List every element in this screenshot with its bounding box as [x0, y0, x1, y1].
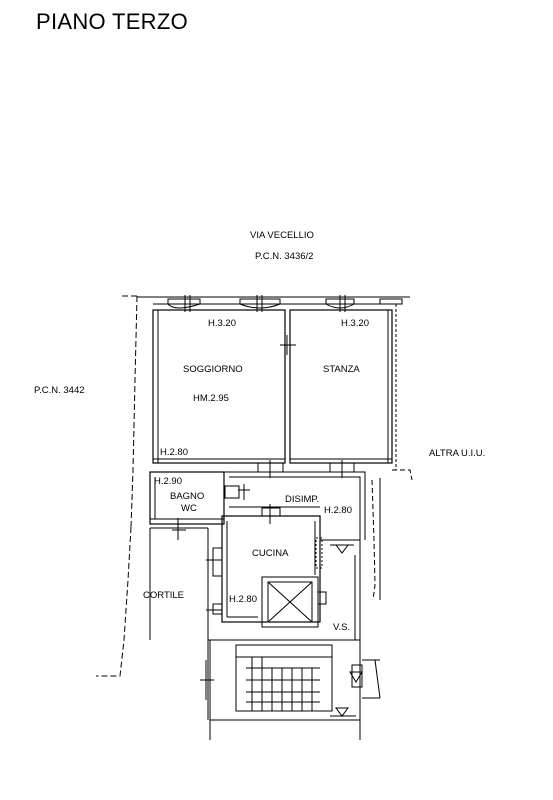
disimp-label: DISIMP.: [285, 494, 320, 505]
parcel-west-label: P.C.N. 3442: [34, 385, 85, 396]
west-boundary: [96, 295, 138, 677]
room-disimp: [224, 471, 366, 540]
cucina-label: CUCINA: [252, 548, 289, 559]
stanza-height: H.3.20: [341, 318, 369, 329]
cortile-label: CORTILE: [143, 590, 185, 601]
page-title: PIANO TERZO: [36, 9, 189, 34]
soggiorno-label: SOGGIORNO: [183, 364, 243, 375]
neighbor-east-label: ALTRA U.I.U.: [429, 448, 486, 459]
stanza-label: STANZA: [323, 364, 360, 375]
room-bagno: [149, 471, 250, 540]
lift-shaft: [261, 576, 327, 628]
soggiorno-main-height: HM.2.95: [193, 393, 229, 404]
disimp-height: H.2.80: [324, 505, 352, 516]
cucina-height: H.2.80: [229, 594, 257, 605]
bagno-label-line2: WC: [181, 503, 197, 514]
vs-label: V.S.: [333, 622, 351, 633]
room-cucina: [206, 515, 323, 623]
parcel-north-label: P.C.N. 3436/2: [255, 251, 314, 262]
north-facade: [137, 295, 410, 312]
bagno-height: H.2.90: [154, 476, 182, 487]
soggiorno-corner-height: H.2.80: [160, 447, 188, 458]
room-soggiorno: [152, 309, 291, 464]
door-soggiorno-stanza: [280, 335, 296, 355]
courtyard-walls: [149, 527, 209, 720]
street-label: VIA VECELLIO: [250, 230, 314, 241]
east-boundary: [371, 469, 413, 601]
soggiorno-window-height: H.3.20: [208, 318, 236, 329]
bagno-label-line1: BAGNO: [170, 491, 205, 502]
stairwell: [200, 639, 381, 740]
